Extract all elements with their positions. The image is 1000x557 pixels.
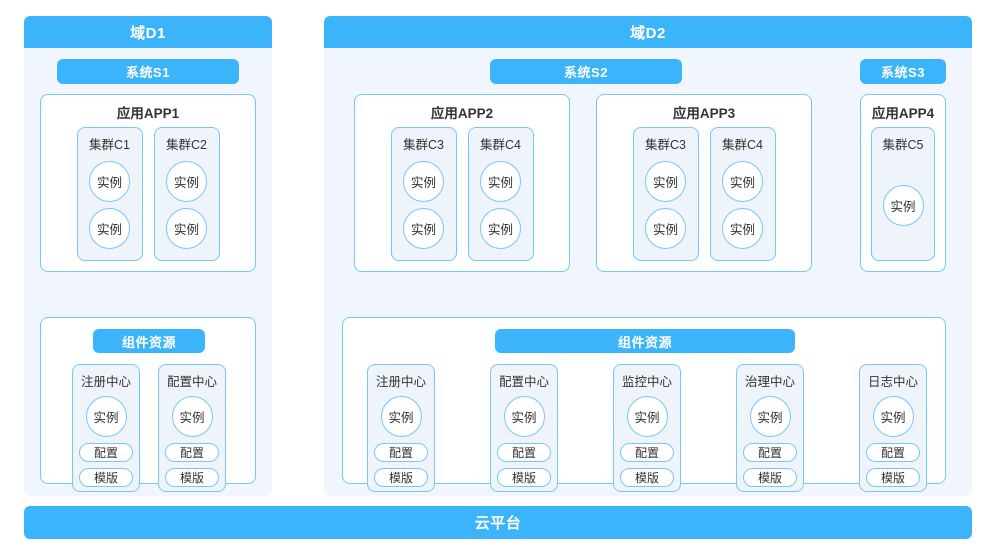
cluster-box-c4-app3: 集群C4 实例 实例: [709, 127, 776, 261]
component-center-monitor: 监控中心 实例 配置 模版: [613, 364, 681, 492]
app-box-app2: 应用APP2 集群C3 实例 实例 集群C4 实例 实例: [354, 94, 570, 272]
cluster-list-app3: 集群C3 实例 实例 集群C4 实例 实例: [597, 127, 811, 271]
domain-body-d1: 系统S1 应用APP1 集群C1 实例 实例 集群C2: [24, 48, 272, 496]
cluster-title-c4: 集群C4: [480, 138, 521, 152]
cloud-platform-bar: 云平台: [24, 506, 972, 539]
app-box-app4: 应用APP4 集群C5 实例: [860, 94, 946, 272]
domain-panel-d1: 域D1 系统S1 应用APP1 集群C1 实例 实例 集群C2: [24, 16, 272, 496]
domain-body-d2: 系统S2 系统S3 应用APP2 集群C3 实例 实例 集群C4: [324, 48, 972, 496]
component-center-config: 配置中心 实例 配置 模版: [490, 364, 558, 492]
component-center-title: 配置中心: [166, 375, 217, 389]
component-center-title: 治理中心: [744, 375, 795, 389]
instance-node[interactable]: 实例: [166, 161, 207, 203]
instance-node[interactable]: 实例: [722, 161, 763, 203]
template-tag[interactable]: 模版: [866, 468, 920, 487]
app-box-app3: 应用APP3 集群C3 实例 实例 集群C4 实例 实例: [596, 94, 812, 272]
cluster-title-c3: 集群C3: [403, 138, 444, 152]
instance-node[interactable]: 实例: [480, 161, 521, 203]
template-tag[interactable]: 模版: [620, 468, 674, 487]
cluster-title-c5: 集群C5: [882, 138, 924, 152]
cluster-box-c1: 集群C1 实例 实例: [76, 127, 143, 261]
cluster-list-app2: 集群C3 实例 实例 集群C4 实例 实例: [355, 127, 569, 271]
instance-node[interactable]: 实例: [89, 207, 130, 249]
template-tag[interactable]: 模版: [374, 468, 428, 487]
instance-node[interactable]: 实例: [85, 396, 127, 437]
app-title-app1: 应用APP1: [116, 106, 180, 121]
config-tag[interactable]: 配置: [866, 443, 920, 462]
instance-node[interactable]: 实例: [89, 161, 130, 203]
instance-node[interactable]: 实例: [882, 184, 924, 226]
instance-node[interactable]: 实例: [722, 207, 763, 249]
template-tag[interactable]: 模版: [165, 468, 219, 487]
cluster-box-c5: 集群C5 实例: [871, 127, 935, 261]
instance-node[interactable]: 实例: [403, 161, 444, 203]
component-center-config: 配置中心 实例 配置 模版: [158, 364, 226, 492]
component-center-title: 日志中心: [867, 375, 918, 389]
cluster-title-c4: 集群C4: [722, 138, 763, 152]
component-center-list-d1: 注册中心 实例 配置 模版 配置中心 实例 配置 模版: [72, 364, 226, 492]
domain-title-d2: 域D2: [324, 16, 972, 48]
component-center-governance: 治理中心 实例 配置 模版: [736, 364, 804, 492]
component-center-registry: 注册中心 实例 配置 模版: [72, 364, 140, 492]
config-tag[interactable]: 配置: [79, 443, 133, 462]
template-tag[interactable]: 模版: [743, 468, 797, 487]
config-tag[interactable]: 配置: [620, 443, 674, 462]
component-resources-title-d1: 组件资源: [93, 329, 205, 353]
instance-list-c3: 实例 实例: [634, 153, 698, 260]
system-pill-s3[interactable]: 系统S3: [860, 59, 946, 84]
instance-list-c4: 实例 实例: [711, 153, 775, 260]
component-center-log: 日志中心 实例 配置 模版: [859, 364, 927, 492]
component-center-title: 注册中心: [80, 375, 131, 389]
cluster-title-c1: 集群C1: [89, 138, 130, 152]
component-center-list-d2: 注册中心 实例 配置 模版 配置中心 实例 配置 模版 监控中心 实例: [367, 364, 927, 492]
component-center-title: 注册中心: [375, 375, 426, 389]
instance-node[interactable]: 实例: [626, 396, 668, 437]
instance-node[interactable]: 实例: [403, 207, 444, 249]
instance-list-c1: 实例 实例: [78, 153, 142, 260]
system-pill-s2[interactable]: 系统S2: [490, 59, 682, 84]
cluster-title-c2: 集群C2: [166, 138, 207, 152]
component-center-registry: 注册中心 实例 配置 模版: [367, 364, 435, 492]
component-resources-box-d2: 组件资源 注册中心 实例 配置 模版 配置中心 实例 配置 模版: [342, 317, 946, 492]
instance-list-c3: 实例 实例: [392, 153, 456, 260]
template-tag[interactable]: 模版: [79, 468, 133, 487]
instance-node[interactable]: 实例: [872, 396, 914, 437]
instance-list-c2: 实例 实例: [155, 153, 219, 260]
app-title-app2: 应用APP2: [430, 106, 494, 121]
component-center-title: 监控中心: [621, 375, 672, 389]
instance-node[interactable]: 实例: [749, 396, 791, 437]
config-tag[interactable]: 配置: [165, 443, 219, 462]
cluster-list-app1: 集群C1 实例 实例 集群C2 实例 实例: [41, 127, 255, 271]
cluster-box-c3-app3: 集群C3 实例 实例: [632, 127, 699, 261]
cluster-box-c4-app2: 集群C4 实例 实例: [467, 127, 534, 261]
cluster-box-c2: 集群C2 实例 实例: [153, 127, 220, 261]
domain-panel-d2: 域D2 系统S2 系统S3 应用APP2 集群C3 实例 实例: [324, 16, 972, 496]
cluster-list-app4: 集群C5 实例: [861, 127, 945, 271]
instance-node[interactable]: 实例: [503, 396, 545, 437]
cluster-box-c3-app2: 集群C3 实例 实例: [390, 127, 457, 261]
config-tag[interactable]: 配置: [743, 443, 797, 462]
instance-node[interactable]: 实例: [480, 207, 521, 249]
instance-node[interactable]: 实例: [645, 207, 686, 249]
component-center-title: 配置中心: [498, 375, 549, 389]
config-tag[interactable]: 配置: [374, 443, 428, 462]
instance-node[interactable]: 实例: [166, 207, 207, 249]
app-title-app3: 应用APP3: [672, 106, 736, 121]
component-resources-box-d1: 组件资源 注册中心 实例 配置 模版 配置中心 实例 配置 模版: [40, 317, 256, 492]
config-tag[interactable]: 配置: [497, 443, 551, 462]
instance-node[interactable]: 实例: [645, 161, 686, 203]
template-tag[interactable]: 模版: [497, 468, 551, 487]
domain-title-d1: 域D1: [24, 16, 272, 48]
app-box-app1: 应用APP1 集群C1 实例 实例 集群C2 实例 实例: [40, 94, 256, 272]
system-pill-s1[interactable]: 系统S1: [57, 59, 239, 84]
app-title-app4: 应用APP4: [871, 106, 935, 121]
instance-node[interactable]: 实例: [380, 396, 422, 437]
cluster-title-c3: 集群C3: [645, 138, 686, 152]
instance-list-c4: 实例 实例: [469, 153, 533, 260]
instance-list-c5: 实例: [872, 153, 934, 260]
component-resources-title-d2: 组件资源: [495, 329, 795, 353]
instance-node[interactable]: 实例: [171, 396, 213, 437]
